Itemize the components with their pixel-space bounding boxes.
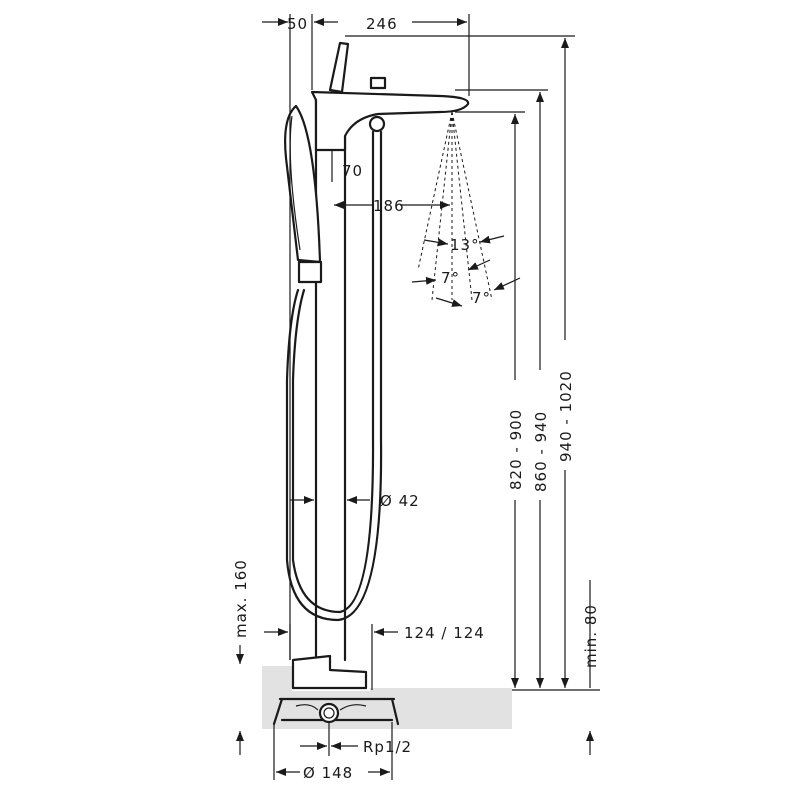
rough-in-valve — [272, 697, 400, 726]
dim-spout-reach: 186 — [373, 197, 405, 215]
dim-riser-diameter: Ø 42 — [380, 492, 420, 510]
extension-lines — [273, 14, 600, 780]
hose-connector — [368, 115, 386, 133]
dim-height-outlet: 860 - 940 — [532, 411, 550, 492]
dim-angle-a: 7° — [441, 269, 460, 287]
dim-angle-b: 7° — [472, 289, 491, 307]
dim-base-offset: 124 / 124 — [404, 624, 485, 642]
floor-block — [262, 666, 512, 729]
dim-spout-length: 246 — [366, 15, 398, 33]
mixer-lever — [328, 41, 350, 94]
dim-height-spout: 820 - 900 — [507, 409, 525, 490]
dim-angle-total: 13° — [450, 236, 480, 254]
dim-top-offset: 50 — [287, 15, 308, 33]
faucet-base — [291, 654, 368, 690]
dim-min-height: min. 80 — [582, 604, 600, 668]
dimension-labels: 50 246 70 186 13° 7° 7° 820 - 900 860 - … — [232, 15, 600, 782]
shower-hose — [291, 130, 375, 614]
riser-pipe — [314, 98, 347, 662]
dim-connection: Rp1/2 — [363, 738, 412, 756]
dim-base-diameter: Ø 148 — [303, 764, 353, 782]
mixer-knob — [369, 76, 387, 90]
shower-holder — [297, 260, 323, 284]
dim-height-total: 940 - 1020 — [557, 370, 575, 462]
faucet — [272, 41, 470, 726]
spout — [310, 90, 470, 152]
dim-mixer-offset: 70 — [342, 162, 363, 180]
dim-max-tile: max. 160 — [232, 559, 250, 638]
dimension-lines — [236, 18, 594, 776]
